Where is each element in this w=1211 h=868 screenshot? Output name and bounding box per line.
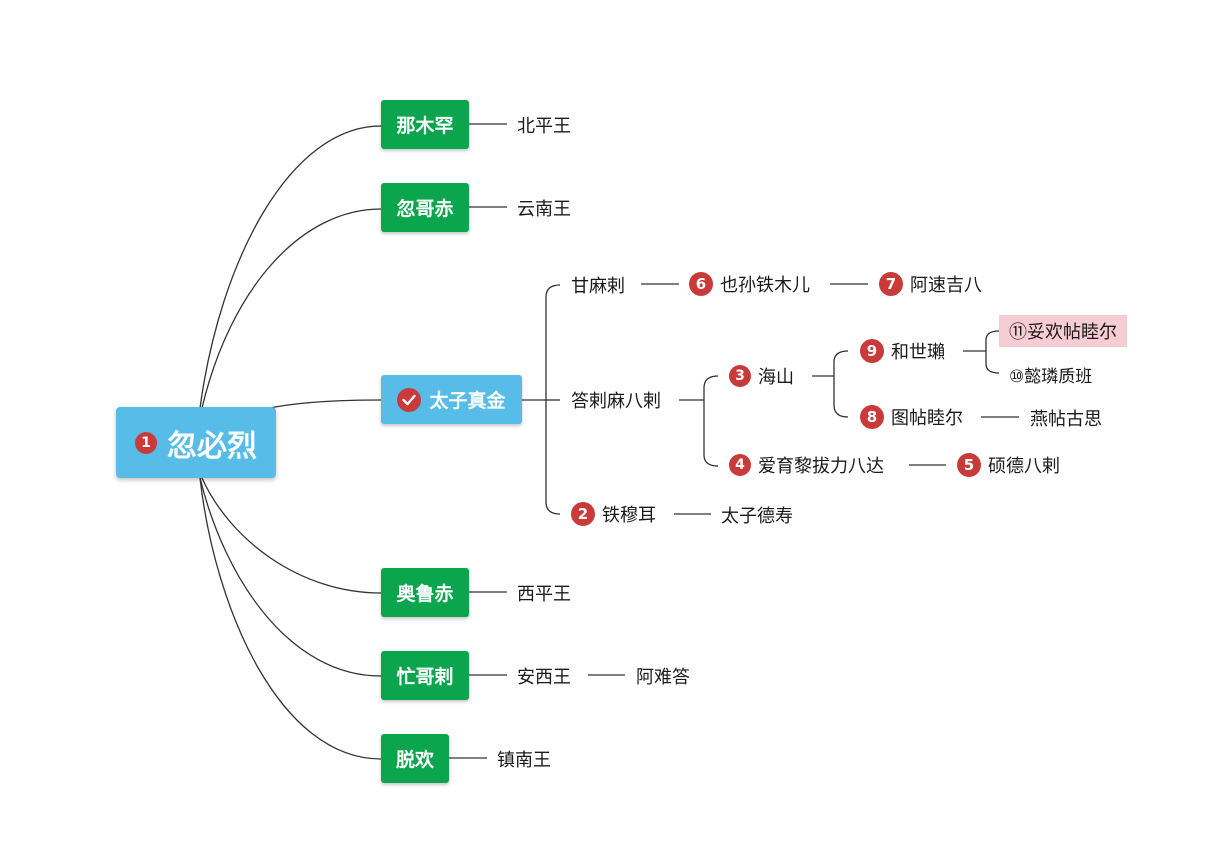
son-label: 太子真金 [429, 390, 506, 412]
node-label: ⑩懿璘质班 [1009, 366, 1093, 387]
node-temur[interactable]: 2 铁穆耳 [571, 502, 656, 526]
son-node-manggala[interactable]: 忙哥剌 [381, 651, 469, 700]
node-label: 海山 [758, 367, 794, 388]
node-label: 硕德八剌 [988, 456, 1060, 477]
node-el-tegus[interactable]: 燕帖古思 [1030, 406, 1102, 430]
node-ayurbarwada[interactable]: 4 爱育黎拔力八达 [729, 453, 884, 477]
node-rinchinbal[interactable]: ⑩懿璘质班 [1009, 362, 1093, 387]
node-label: 和世瓎 [891, 342, 945, 363]
node-darmabala[interactable]: 答剌麻八剌 [571, 388, 661, 412]
node-shidebala[interactable]: 5 硕德八剌 [957, 453, 1060, 477]
link-root-son2 [201, 208, 382, 409]
order-badge: 9 [860, 339, 884, 363]
order-badge: 5 [957, 453, 981, 477]
order-badge: 3 [729, 365, 751, 387]
node-label: 也孙铁木儿 [720, 275, 810, 296]
root-label: 忽必烈 [167, 428, 257, 464]
son-label: 忽哥赤 [396, 198, 454, 220]
node-ananda[interactable]: 阿难答 [636, 664, 690, 688]
node-label: 阿速吉八 [910, 275, 982, 296]
title-node-beiping[interactable]: 北平王 [517, 113, 571, 137]
node-label: 图帖睦尔 [891, 408, 963, 429]
title-label: 西平王 [517, 584, 571, 605]
son-node-zhenjin[interactable]: 太子真金 [381, 375, 522, 424]
bracket-heshila [985, 330, 1000, 374]
link-root-son4 [201, 477, 382, 594]
node-aragibag[interactable]: 7 阿速吉八 [879, 272, 982, 296]
son-node-toghan[interactable]: 脱欢 [381, 734, 449, 783]
title-node-yunnan[interactable]: 云南王 [517, 196, 571, 220]
order-badge: 2 [571, 502, 595, 526]
order-badge: 6 [689, 272, 713, 296]
node-label: 答剌麻八剌 [571, 391, 661, 412]
title-label: 北平王 [517, 116, 571, 137]
node-label: ⑪妥欢帖睦尔 [1009, 322, 1117, 343]
title-label: 安西王 [517, 667, 571, 688]
link-root-son1 [199, 125, 382, 409]
title-label: 镇南王 [497, 750, 551, 771]
node-tugh-temur[interactable]: 8 图帖睦尔 [860, 405, 963, 429]
checkmark-icon [397, 387, 422, 412]
son-node-nomukhan[interactable]: 那木罕 [381, 100, 469, 149]
root-node-kublai[interactable]: 1 忽必烈 [116, 407, 276, 478]
bracket-haishan [833, 350, 849, 418]
son-node-aurughchi[interactable]: 奥鲁赤 [381, 568, 469, 617]
node-haishan[interactable]: 3 海山 [729, 364, 794, 388]
bracket-dalamabala [703, 375, 719, 467]
node-label: 阿难答 [636, 667, 690, 688]
title-node-anxi[interactable]: 安西王 [517, 664, 571, 688]
title-node-xiping[interactable]: 西平王 [517, 581, 571, 605]
node-ganmala[interactable]: 甘麻剌 [571, 273, 625, 297]
title-node-zhennan[interactable]: 镇南王 [497, 747, 551, 771]
order-badge: 7 [879, 272, 903, 296]
order-badge: 4 [729, 454, 751, 476]
node-label: 爱育黎拔力八达 [758, 456, 884, 477]
priority-badge: 1 [135, 431, 157, 454]
son-label: 奥鲁赤 [396, 583, 454, 605]
node-label: 甘麻剌 [571, 276, 625, 297]
son-label: 忙哥剌 [396, 666, 454, 688]
title-label: 云南王 [517, 199, 571, 220]
node-label: 太子德寿 [721, 506, 793, 527]
son-label: 脱欢 [395, 749, 434, 771]
node-label: 铁穆耳 [602, 505, 656, 526]
link-root-son6 [199, 477, 382, 760]
node-label: 燕帖古思 [1030, 409, 1102, 430]
order-badge: 8 [860, 405, 884, 429]
link-root-son5 [199, 477, 382, 677]
son-node-hugechi[interactable]: 忽哥赤 [381, 183, 469, 232]
son-label: 那木罕 [396, 115, 454, 137]
node-yesun-temur[interactable]: 6 也孙铁木儿 [689, 272, 810, 296]
node-heshila[interactable]: 9 和世瓎 [860, 339, 945, 363]
node-deshou[interactable]: 太子德寿 [721, 503, 793, 527]
link-root-son3 [269, 399, 382, 409]
node-toghon-temur-highlighted[interactable]: ⑪妥欢帖睦尔 [999, 315, 1127, 347]
